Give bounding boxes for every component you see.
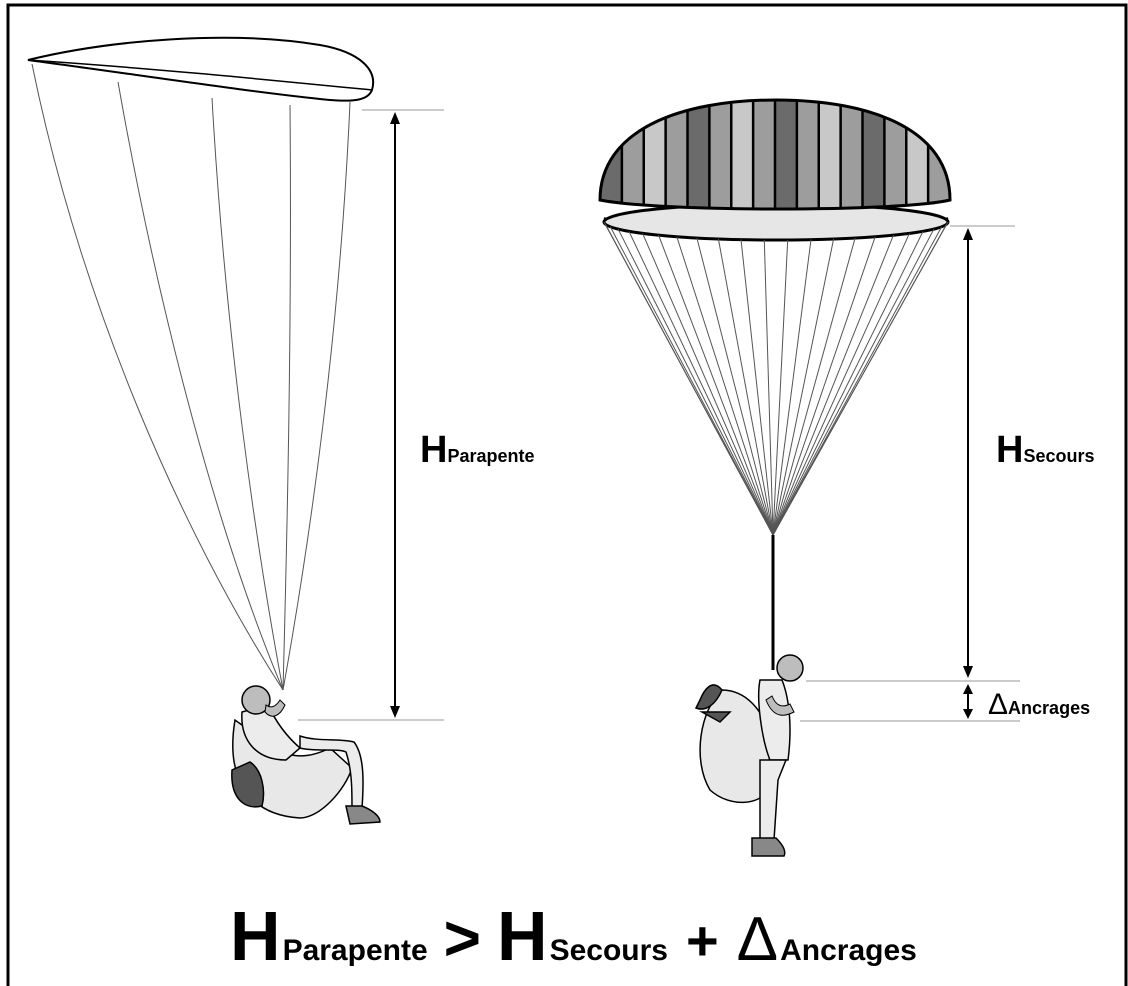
formula-rhs2-sub: Ancrages bbox=[780, 934, 917, 967]
canopy-gore bbox=[709, 95, 731, 215]
paraglider bbox=[28, 38, 380, 824]
formula-rhs2-delta: Δ bbox=[737, 905, 778, 974]
formula: HParapente>HSecours+ΔAncrages bbox=[230, 897, 917, 975]
canopy-gore bbox=[600, 95, 622, 215]
suspension-line bbox=[610, 227, 773, 535]
suspension-line bbox=[618, 229, 773, 535]
reserve-lines bbox=[604, 222, 948, 535]
arrow-head-up bbox=[963, 684, 973, 694]
label-delta: Δ bbox=[988, 688, 1008, 721]
canopy-gore bbox=[753, 95, 775, 215]
label-h-secours: HSecours bbox=[996, 429, 1095, 471]
canopy-gore bbox=[928, 95, 950, 215]
canopy-gore bbox=[644, 95, 666, 215]
frame-border bbox=[8, 5, 1126, 986]
arrow-head-up bbox=[963, 228, 973, 240]
formula-gt: > bbox=[444, 902, 481, 974]
suspension-line bbox=[773, 222, 948, 535]
suspension-line bbox=[773, 229, 934, 535]
paraglider-wing bbox=[28, 38, 373, 101]
canopy-gore bbox=[731, 95, 753, 215]
paraglider-lines bbox=[32, 64, 350, 690]
canopy-gore bbox=[622, 95, 644, 215]
label-sub: Ancrages bbox=[1008, 698, 1090, 718]
canopy-gore bbox=[819, 95, 841, 215]
label-h-parapente: HParapente bbox=[420, 429, 535, 471]
dimension-h-parapente: HParapente bbox=[298, 110, 535, 720]
dimension-h-secours: HSecours bbox=[806, 226, 1095, 681]
suspension-line bbox=[629, 231, 773, 535]
suspension-line bbox=[773, 239, 834, 535]
label-delta-ancrages: ΔAncrages bbox=[988, 688, 1090, 721]
label-h: H bbox=[996, 429, 1023, 471]
reserve-pilot bbox=[696, 655, 803, 856]
pilot-legs bbox=[760, 760, 786, 840]
canopy-gore bbox=[797, 95, 819, 215]
label-sub: Secours bbox=[1023, 446, 1094, 466]
pilot-boot bbox=[752, 838, 785, 856]
label-sub: Parapente bbox=[447, 446, 534, 466]
suspension-line bbox=[773, 237, 875, 535]
formula-plus: + bbox=[686, 909, 719, 972]
formula-rhs1-h: H bbox=[497, 897, 548, 975]
arrow-head-down bbox=[390, 706, 400, 718]
arrow-head-down bbox=[963, 709, 973, 719]
formula-lhs-sub: Parapente bbox=[283, 934, 428, 967]
pilot-boot bbox=[346, 806, 380, 824]
dimension-delta-ancrages: ΔAncrages bbox=[800, 684, 1090, 721]
formula-lhs-h: H bbox=[230, 897, 281, 975]
formula-rhs1-sub: Secours bbox=[550, 934, 668, 967]
suspension-line bbox=[773, 240, 811, 535]
paraglider-pilot bbox=[232, 686, 380, 824]
canopy-gore bbox=[884, 95, 906, 215]
arrow-head-up bbox=[390, 112, 400, 124]
label-h: H bbox=[420, 429, 447, 471]
canopy-gores bbox=[600, 95, 951, 215]
canopy-gore bbox=[688, 95, 710, 215]
arrow-head-down bbox=[963, 666, 973, 678]
suspension-line bbox=[677, 237, 773, 535]
canopy-gore bbox=[906, 95, 928, 215]
suspension-line bbox=[659, 235, 773, 535]
reserve-parachute bbox=[600, 95, 951, 856]
canopy-gore bbox=[775, 95, 797, 215]
suspension-line bbox=[773, 233, 909, 535]
suspension-line bbox=[773, 231, 923, 535]
pilot-helmet bbox=[777, 655, 803, 681]
suspension-line bbox=[773, 235, 893, 535]
canopy-gore bbox=[841, 95, 863, 215]
